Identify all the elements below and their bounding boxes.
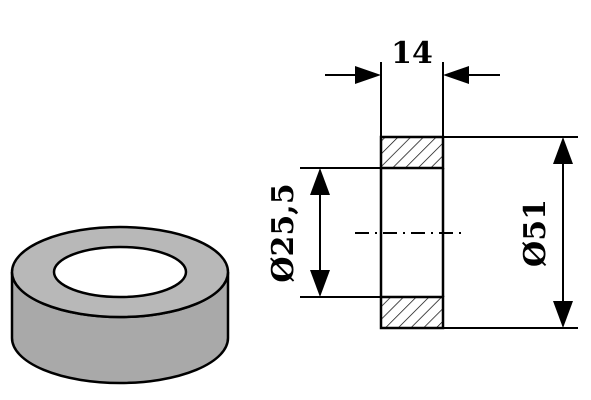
- washer-bore: [52, 245, 188, 299]
- inner-diameter-arrow-bottom: [310, 270, 330, 297]
- section-lower-wall: [379, 295, 445, 330]
- width-dimension: 14: [325, 36, 500, 137]
- inner-diameter-dimension: Ø25,5: [266, 167, 381, 298]
- section-upper-wall: [379, 135, 445, 170]
- outer-diameter-dimension: Ø51: [443, 136, 578, 329]
- inner-diameter-arrow-top: [310, 168, 330, 195]
- width-arrow-right: [443, 66, 469, 84]
- outer-diameter-arrow-bottom: [553, 301, 573, 328]
- outer-diameter-arrow-top: [553, 137, 573, 164]
- width-label: 14: [391, 36, 433, 71]
- outer-diameter-label: Ø51: [518, 199, 553, 267]
- width-arrow-left: [355, 66, 381, 84]
- washer-cross-section: [355, 135, 465, 330]
- washer-3d-view: [10, 225, 230, 385]
- inner-diameter-label: Ø25,5: [266, 183, 301, 282]
